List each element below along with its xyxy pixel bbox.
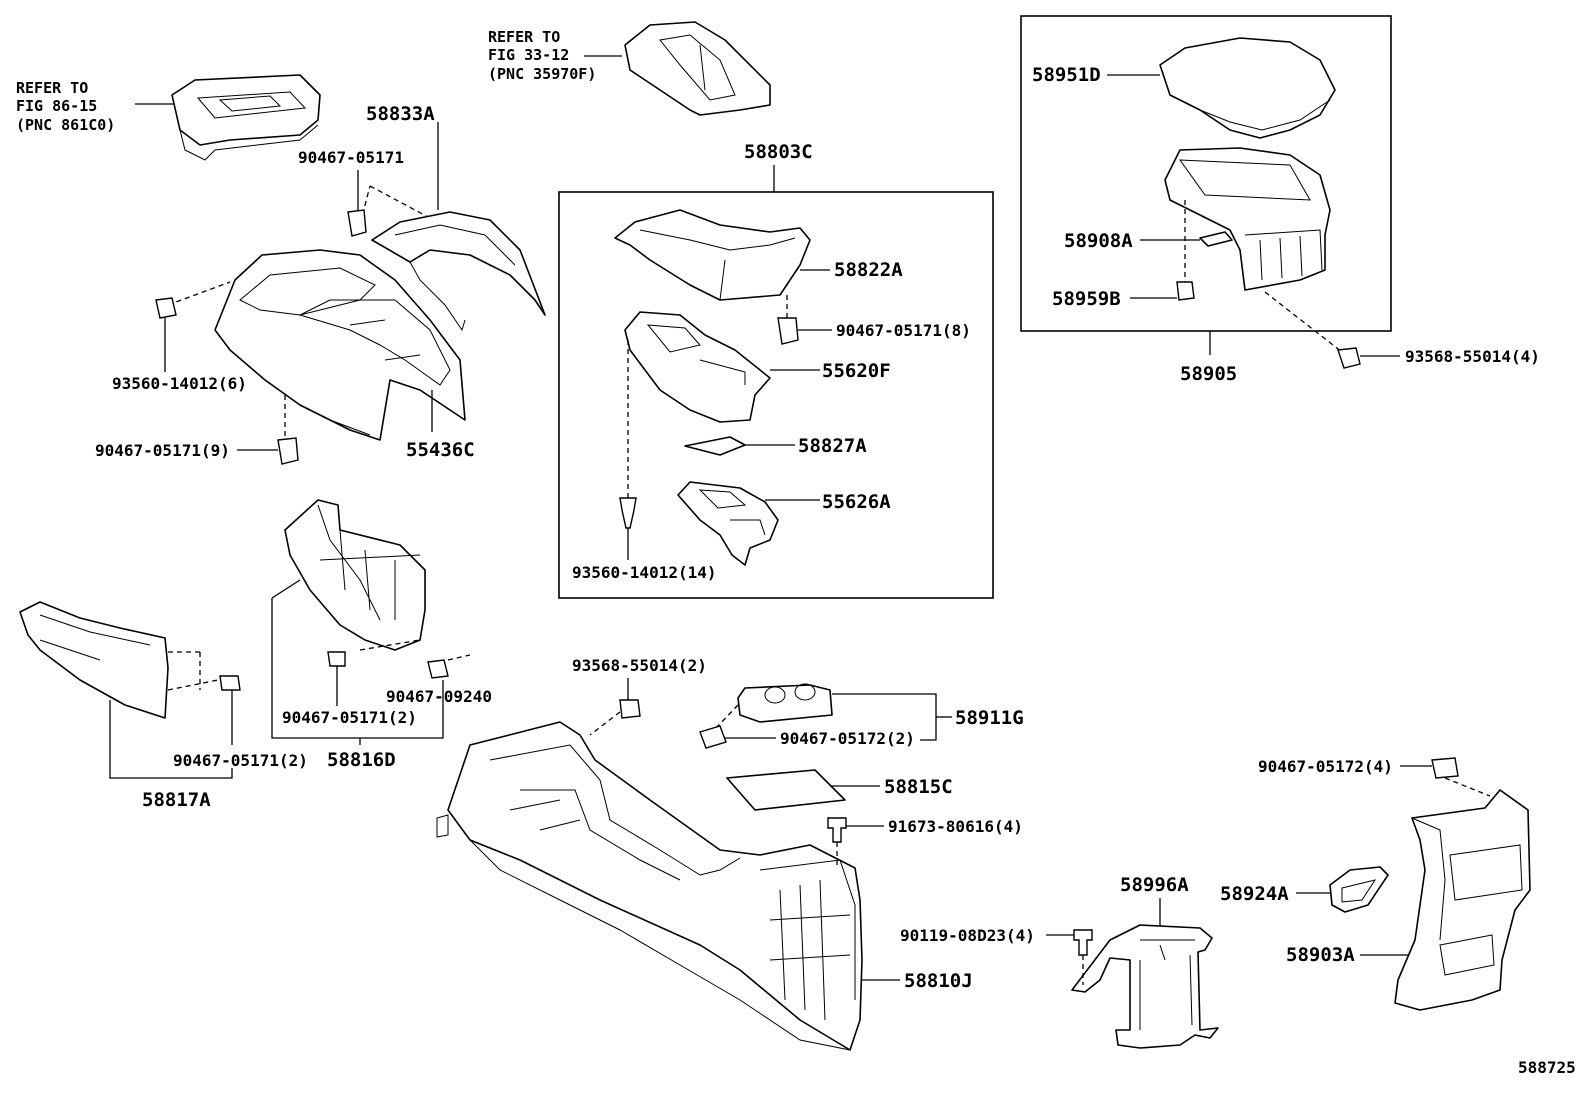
label-58810J: 58810J <box>904 970 973 992</box>
ref-fig-86-15: REFER TO FIG 86-15 (PNC 861C0) <box>16 74 321 161</box>
group-58911G: 58911G 90467-05172(2) <box>699 683 1024 749</box>
label-58911G: 58911G <box>955 707 1024 729</box>
screw-93568-4-icon <box>1337 347 1361 369</box>
label-90467-09240: 90467-09240 <box>386 687 492 706</box>
bolt-90119-icon <box>1073 929 1093 956</box>
clip-90467-2a-icon <box>327 651 346 667</box>
label-58803C: 58803C <box>744 141 813 163</box>
ref-33-line1: REFER TO <box>488 28 560 46</box>
ref-86-line3: (PNC 861C0) <box>16 116 115 134</box>
ref-86-line1: REFER TO <box>16 79 88 97</box>
ref-33-line3: (PNC 35970F) <box>488 65 596 83</box>
group-58816D: 90467-09240 90467-05171(2) 58816D <box>271 499 492 771</box>
label-58959B: 58959B <box>1052 288 1121 310</box>
shift-lever-bezel <box>624 21 771 116</box>
label-58816D: 58816D <box>327 749 396 771</box>
group-box-58803C <box>558 191 994 599</box>
label-90467-05171-8: 90467-05171(8) <box>836 321 971 340</box>
group-58903A: 90467-05172(4) 58924A 58903A <box>1220 757 1531 1011</box>
screw-93560-icon <box>155 297 177 319</box>
group-box-58905 <box>1020 15 1392 332</box>
group-58815C: 58815C <box>726 769 953 811</box>
armrest-box <box>1164 147 1331 291</box>
label-90467-05172-2: 90467-05172(2) <box>780 729 915 748</box>
armrest-lid <box>1159 37 1336 139</box>
label-55620F: 55620F <box>822 360 891 382</box>
label-58996A: 58996A <box>1120 874 1189 896</box>
group-58817A: 90467-05171(2) 58817A <box>19 601 308 811</box>
label-58827A: 58827A <box>798 435 867 457</box>
label-58908A: 58908A <box>1064 230 1133 252</box>
label-93568-55014-4: 93568-55014(4) <box>1405 347 1540 366</box>
screw-93560-14-icon <box>619 497 637 529</box>
label-55626A: 55626A <box>822 491 891 513</box>
screw-93568-2-icon <box>619 699 641 719</box>
clip-58959B-icon <box>1176 281 1195 301</box>
label-55436C: 55436C <box>406 439 475 461</box>
bolt-91673-group: 91673-80616(4) <box>827 817 1023 868</box>
screw-93568-2-group: 93568-55014(2) <box>572 656 707 736</box>
label-93560-14012-6: 93560-14012(6) <box>112 374 247 393</box>
clip-90467-05172-2-icon <box>699 725 727 749</box>
tray-mat <box>726 769 846 811</box>
label-90467-05171-top: 90467-05171 <box>298 148 404 167</box>
vent-grille <box>1329 866 1389 913</box>
clip-90467-8-icon <box>777 317 799 345</box>
clip-90467-9-icon <box>277 437 299 465</box>
bolt-91673-icon <box>827 817 847 843</box>
group-58905: 58951D 58908A 58959B 58905 93568-55014(4… <box>1020 15 1540 385</box>
label-93560-14012-14: 93560-14012(14) <box>572 563 717 582</box>
label-58815C: 58815C <box>884 776 953 798</box>
label-58903A: 58903A <box>1286 944 1355 966</box>
label-58810J-group: 58810J <box>862 970 973 992</box>
label-58833A: 58833A <box>366 103 435 125</box>
label-58817A: 58817A <box>142 789 211 811</box>
clip-90467-09240-icon <box>427 659 449 679</box>
diagram-id: 588725 <box>1518 1058 1576 1077</box>
group-58996A: 58996A 90119-08D23(4) <box>900 874 1219 1049</box>
label-91673-80616-4: 91673-80616(4) <box>888 817 1023 836</box>
label-58924A: 58924A <box>1220 883 1289 905</box>
ref-33-line2: FIG 33-12 <box>488 46 569 64</box>
label-58822A: 58822A <box>834 259 903 281</box>
label-90467-05171-2b: 90467-05171(2) <box>173 751 308 770</box>
main-console-body <box>436 721 863 1051</box>
label-90467-05171-9: 90467-05171(9) <box>95 441 230 460</box>
clip-90467-05172-4-icon <box>1431 757 1459 779</box>
label-58905: 58905 <box>1180 363 1237 385</box>
clip-top-icon <box>347 209 367 237</box>
label-90467-05172-4: 90467-05172(4) <box>1258 757 1393 776</box>
label-58951D: 58951D <box>1032 64 1101 86</box>
clip-90467-2b-icon <box>219 675 241 691</box>
ref-fig-33-12: REFER TO FIG 33-12 (PNC 35970F) <box>488 21 771 116</box>
upper-console-trim: 58833A 90467-05171 93560-14012(6) 90467-… <box>95 103 546 465</box>
label-93568-55014-2: 93568-55014(2) <box>572 656 707 675</box>
ref-86-line2: FIG 86-15 <box>16 97 97 115</box>
label-90119-08D23-4: 90119-08D23(4) <box>900 926 1035 945</box>
group-58803C: 58803C 58822A 90467-05171(8) 55620F 5882… <box>558 141 994 599</box>
label-90467-05171-2a: 90467-05171(2) <box>282 708 417 727</box>
wireless-charger-tray <box>171 74 321 161</box>
